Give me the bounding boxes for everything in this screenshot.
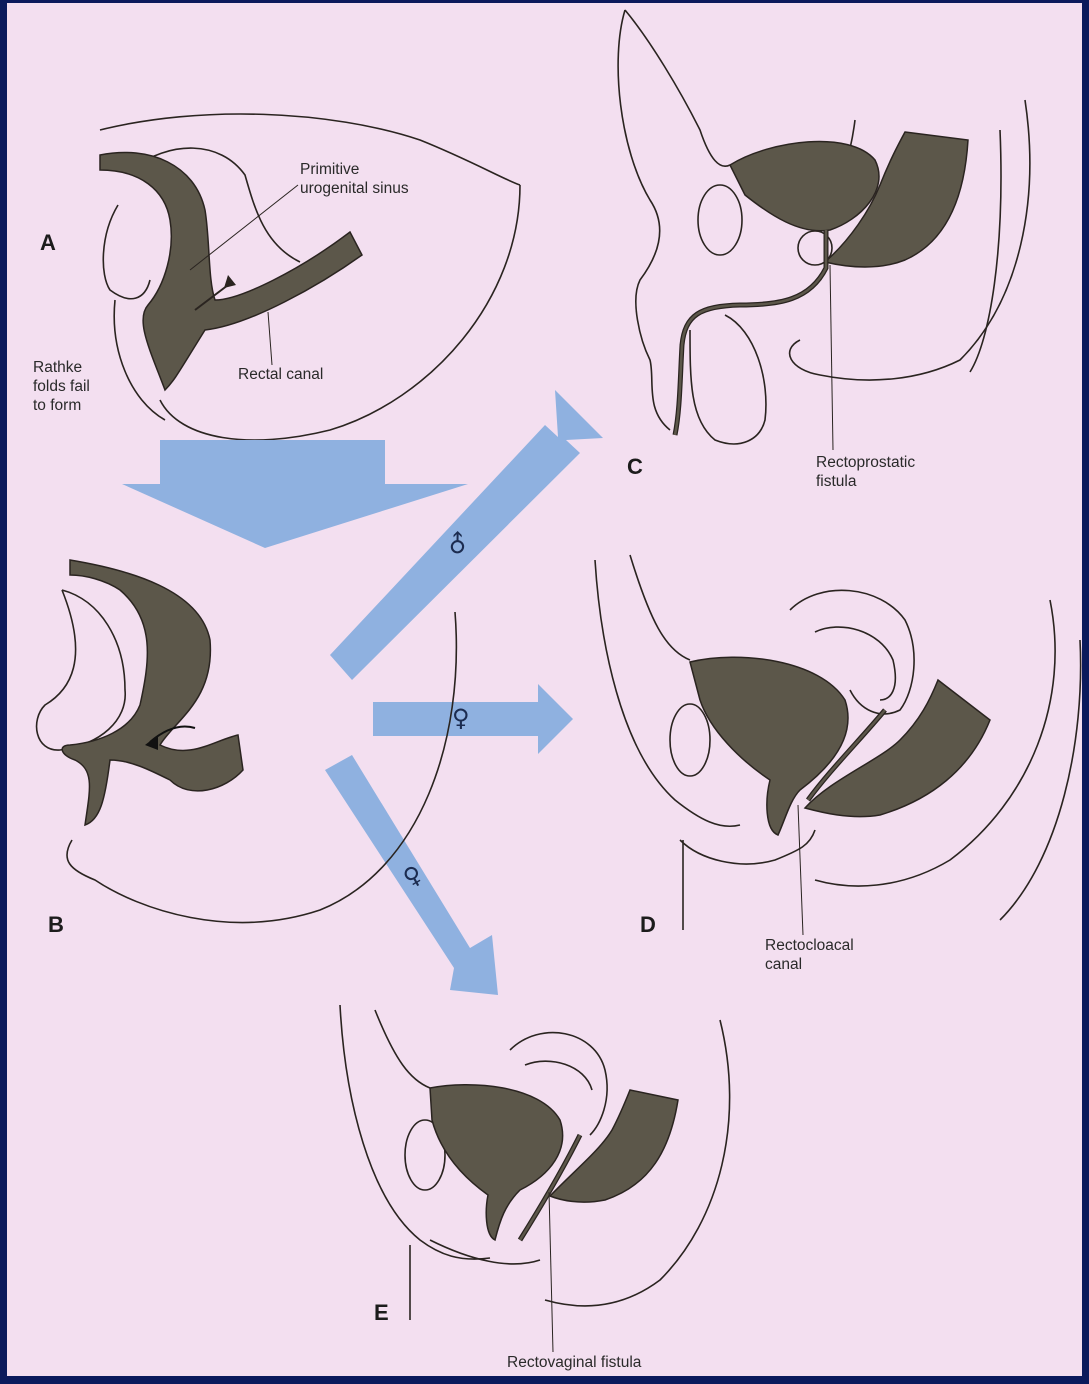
panel-label-d: D xyxy=(640,912,656,938)
panel-label-e: E xyxy=(374,1300,389,1326)
label-rectal-canal: Rectal canal xyxy=(238,365,323,384)
panel-label-c: C xyxy=(627,454,643,480)
panel-label-a: A xyxy=(40,230,56,256)
label-rectoprostatic-fistula: Rectoprostatic fistula xyxy=(816,453,915,491)
label-primitive-urogenital-sinus: Primitive urogenital sinus xyxy=(300,160,409,198)
label-rectovaginal-fistula: Rectovaginal fistula xyxy=(507,1353,641,1372)
label-rectocloacal-canal: Rectocloacal canal xyxy=(765,936,854,974)
label-rathke-folds: Rathke folds fail to form xyxy=(33,358,90,415)
female-symbol-d: ♀ xyxy=(452,704,470,732)
panel-label-b: B xyxy=(48,912,64,938)
